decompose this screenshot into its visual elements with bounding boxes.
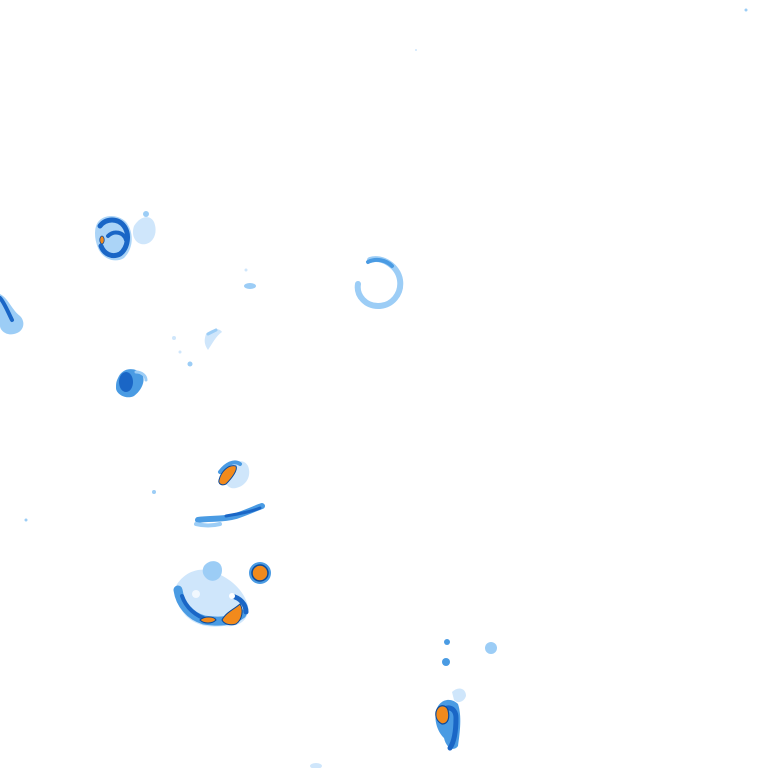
southeast-cell (435, 639, 497, 751)
small-scattered-echoes (24, 8, 748, 768)
central-ring-cell (354, 256, 404, 310)
west-edge-cell (0, 294, 24, 335)
west-dark-cell (116, 369, 148, 398)
northwest-ring-cell (95, 211, 156, 261)
south-isolated-core (249, 562, 271, 584)
south-ring-cluster (173, 561, 249, 627)
center-line-cell (194, 460, 265, 528)
